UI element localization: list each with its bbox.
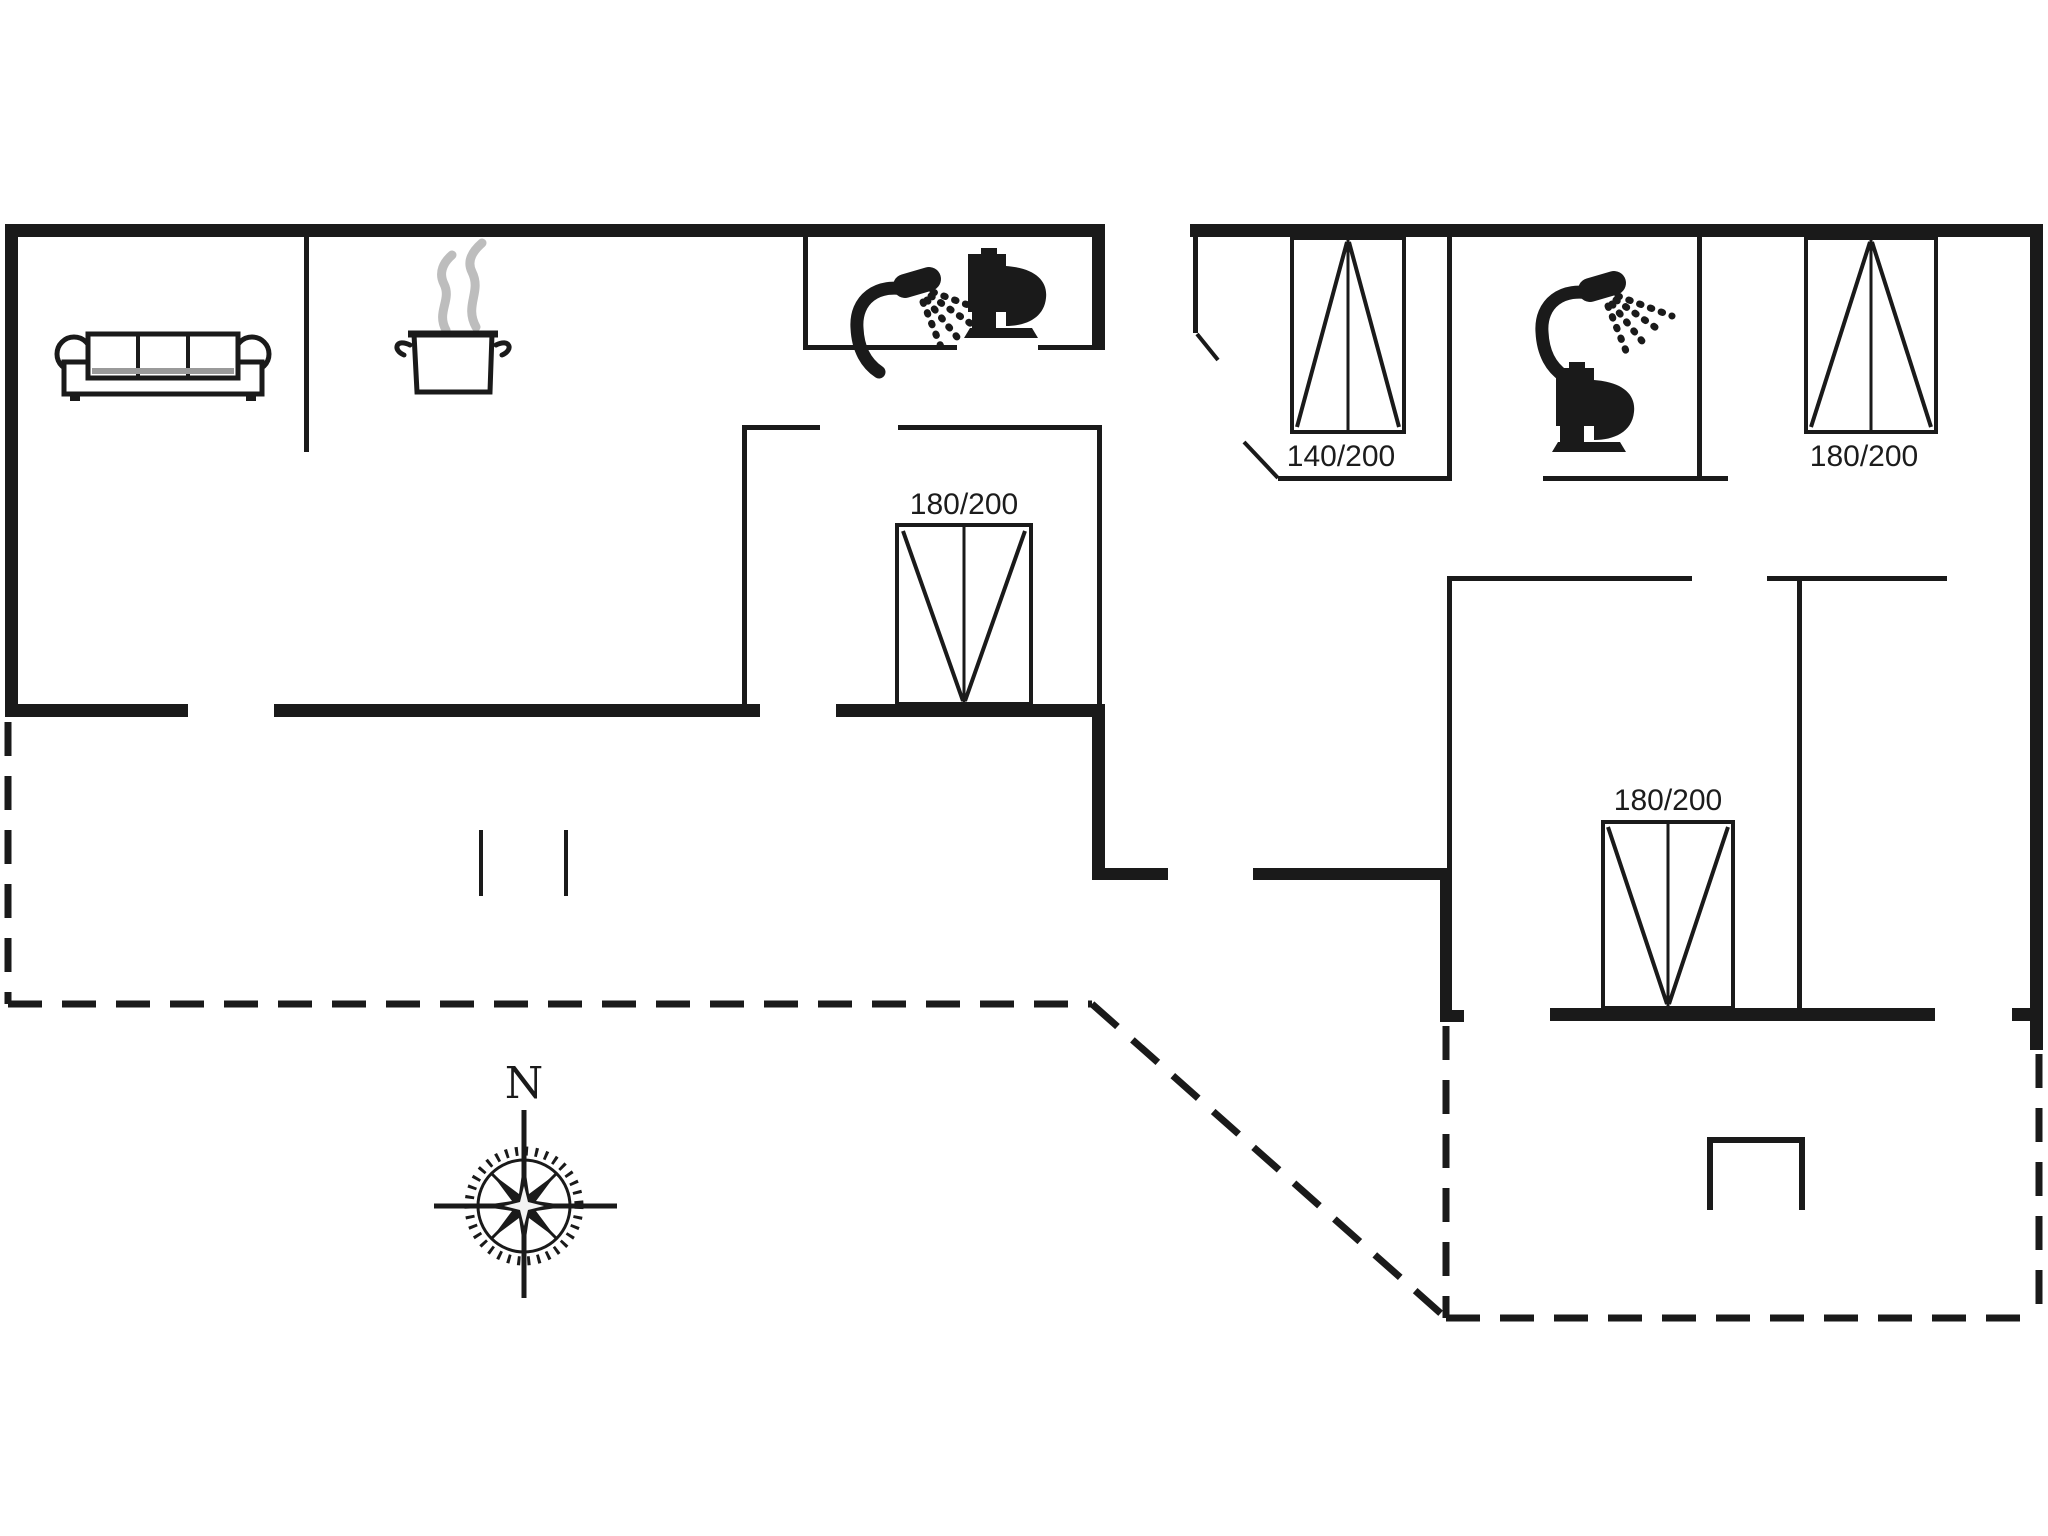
- toilet-icon: [1552, 362, 1635, 452]
- walls-annex: [1190, 224, 2043, 1050]
- terrace-boundary-dashed: [1089, 1001, 1449, 1321]
- compass-north-label: N: [505, 1058, 544, 1109]
- wall-segment: [1092, 704, 1105, 880]
- wall-segment: [1193, 237, 1198, 333]
- wall-segment: [1550, 1008, 1935, 1021]
- compass-rose-icon: N: [434, 1058, 617, 1298]
- door-swings: [1195, 332, 1280, 480]
- toilet-icon: [964, 248, 1047, 338]
- wall-segment: [5, 704, 188, 717]
- terrace-post-mark: [564, 830, 568, 896]
- terrace-post-mark: [479, 830, 483, 896]
- door-swing: [1242, 440, 1280, 480]
- terrace-boundary: [4, 722, 2043, 1322]
- wall-segment: [5, 224, 1105, 237]
- wall-segment: [1092, 224, 1105, 350]
- wall-segment: [1440, 868, 1452, 1022]
- wall-segment: [1038, 345, 1100, 350]
- wall-segment: [742, 425, 820, 430]
- wall-segment: [304, 237, 309, 452]
- wall-segment: [2030, 224, 2043, 1050]
- bed-size-label: 180/200: [1614, 784, 1722, 817]
- wall-segment: [274, 704, 760, 717]
- wall-segment: [1697, 237, 1702, 481]
- bed-size-label: 180/200: [1810, 440, 1918, 473]
- sofa-icon: [54, 331, 272, 401]
- bed-size-label: 180/200: [910, 488, 1018, 521]
- wall-end-tick: [1452, 1010, 1464, 1022]
- wall-segment: [1097, 425, 1102, 704]
- wall-segment: [836, 704, 1105, 717]
- wall-segment: [1092, 868, 1168, 880]
- bed-double: [1290, 236, 1406, 434]
- cooking-pot-icon: [394, 238, 512, 395]
- wall-segment: [1797, 581, 1802, 1008]
- wall-segment: [1447, 237, 1452, 481]
- shower-icon: [1542, 283, 1672, 376]
- wall-segment: [1253, 868, 1452, 880]
- bed-double: [1601, 820, 1735, 1010]
- wall-segment: [1278, 476, 1452, 481]
- wall-segment: [1767, 576, 1947, 581]
- wall-segment: [742, 425, 747, 704]
- wall-segment: [1190, 224, 2043, 237]
- shower-icon: [857, 279, 987, 372]
- wall-segment: [898, 425, 1102, 430]
- bed-double: [895, 523, 1033, 706]
- door-swing: [1195, 332, 1220, 362]
- walls-main-house: [5, 224, 1464, 1022]
- wall-segment: [1543, 476, 1728, 481]
- terrace-table-icon: [1707, 1137, 1805, 1210]
- wall-segment: [2012, 1008, 2043, 1021]
- wall-segment: [1447, 576, 1692, 581]
- wall-segment: [803, 345, 957, 350]
- wall-segment: [5, 224, 18, 717]
- bed-double: [1804, 236, 1938, 434]
- wall-segment: [803, 237, 808, 345]
- bed-size-label: 140/200: [1287, 440, 1395, 473]
- wall-segment: [1447, 581, 1452, 868]
